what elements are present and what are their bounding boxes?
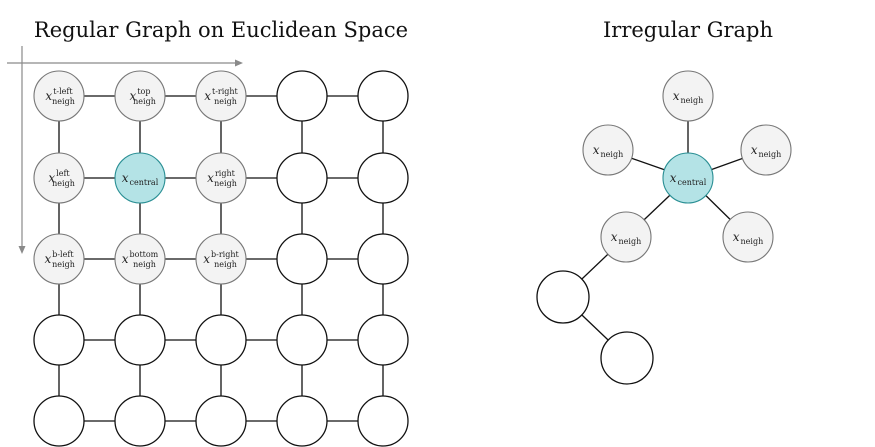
empty-node-r3-c4 [357,314,409,366]
empty-node-r4-c0 [33,395,85,447]
y-axis-arrowhead [18,246,26,254]
irregular-graph-nodes: xcentral xneigh xneigh xneigh xneigh xneigh [536,70,792,385]
empty-node-r4-c4 [357,395,409,447]
neighbor-node-r1-c0 [33,152,85,204]
irregular-neighbor-node-n2 [582,124,634,176]
empty-node-r2-c3 [276,233,328,285]
empty-node-r3-c3 [276,314,328,366]
irregular-node-label-n4: xneigh [611,230,642,246]
irregular-node-label-n5: xneigh [733,230,764,246]
irregular-neighbor-node-n4 [600,211,652,263]
neighbor-node-r2-c0 [33,233,85,285]
empty-node-r1-c3 [276,152,328,204]
empty-node-r0-c4 [357,70,409,122]
empty-node-r3-c2 [195,314,247,366]
empty-node-r0-c3 [276,70,328,122]
irregular-graph-title: Irregular Graph [603,18,773,42]
node-label-r1-c1: xcentral [122,171,159,187]
empty-node-r3-c1 [114,314,166,366]
empty-node-r4-c2 [195,395,247,447]
empty-node-r2-c4 [357,233,409,285]
irregular-central-node [662,152,714,204]
irregular-node-label-n2: xneigh [593,143,624,159]
irregular-empty-node-e1 [536,270,590,324]
neighbor-node-r0-c2 [195,70,247,122]
neighbor-node-r2-c1 [114,233,166,285]
neighbor-node-r0-c0 [33,70,85,122]
irregular-empty-node-e2 [600,331,654,385]
irregular-neighbor-node-n3 [740,124,792,176]
empty-node-r1-c4 [357,152,409,204]
irregular-neighbor-node-n5 [722,211,774,263]
irregular-neighbor-node-n1 [662,70,714,122]
irregular-node-label-c: xcentral [670,171,707,187]
irregular-node-label-n1: xneigh [673,89,704,105]
empty-node-r4-c3 [276,395,328,447]
x-axis-arrowhead [235,59,243,67]
coordinate-axes [7,46,243,254]
neighbor-node-r1-c2 [195,152,247,204]
regular-graph-title: Regular Graph on Euclidean Space [34,18,408,42]
central-node-r1-c1 [114,152,166,204]
neighbor-node-r0-c1 [114,70,166,122]
empty-node-r4-c1 [114,395,166,447]
neighbor-node-r2-c2 [195,233,247,285]
irregular-node-label-n3: xneigh [751,143,782,159]
empty-node-r3-c0 [33,314,85,366]
